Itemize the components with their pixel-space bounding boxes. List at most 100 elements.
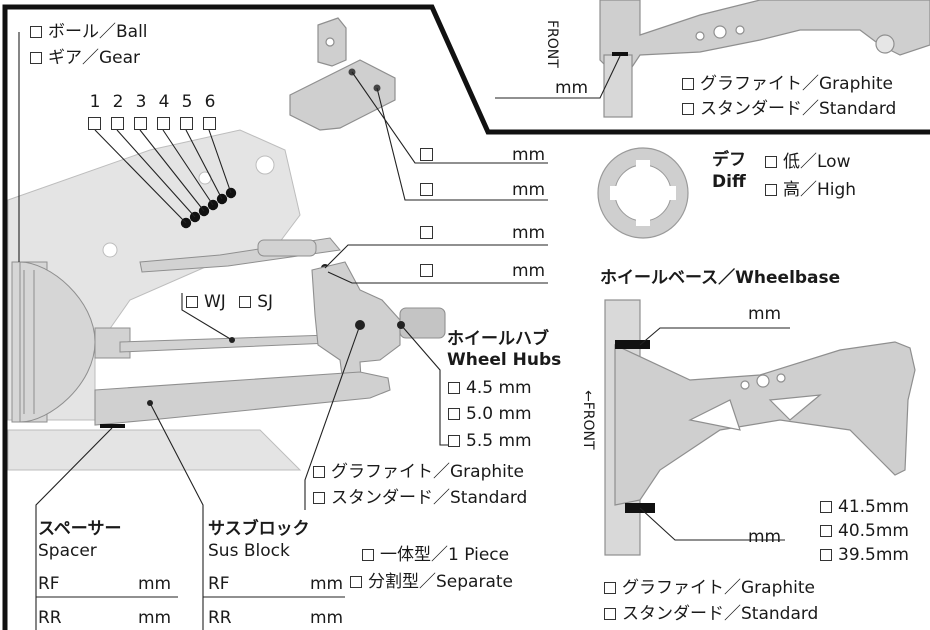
top-right-spacer-mark — [612, 52, 628, 56]
wj-checkbox[interactable] — [186, 296, 198, 308]
sj-label: SJ — [257, 292, 274, 312]
top-graphite-label: グラファイト／Graphite — [700, 74, 893, 94]
gear-label: ギア／Gear — [48, 48, 141, 68]
upper-mount-checkbox-1[interactable] — [420, 148, 433, 161]
wheel-hub-option-3[interactable]: 5.5 mm — [448, 431, 532, 451]
wheel-hub-option-2-label: 5.0 mm — [466, 404, 532, 424]
position-number-4: 4 — [158, 92, 170, 112]
wheelbase-option-3-label: 39.5mm — [838, 545, 909, 565]
wheelbase-title: ホイールベース／Wheelbase — [600, 268, 841, 288]
wheelbase-option-1[interactable]: 41.5mm — [820, 497, 909, 517]
top-graphite-checkbox[interactable] — [682, 78, 694, 90]
wheelbase-mm-top: mm — [748, 304, 782, 324]
position-checkbox-5[interactable] — [180, 117, 193, 130]
separate-option[interactable]: 分割型／Separate — [350, 572, 513, 592]
arm-graphite-checkbox[interactable] — [313, 466, 325, 478]
arm-graphite-label: グラファイト／Graphite — [331, 462, 524, 482]
spacer-title-jp: スペーサー — [38, 519, 122, 539]
arm-graphite-option[interactable]: グラファイト／Graphite — [313, 462, 524, 482]
top-standard-option[interactable]: スタンダード／Standard — [682, 99, 896, 119]
spacer-rr-unit: mm — [138, 608, 172, 628]
camber-link-checkbox-1[interactable] — [420, 226, 433, 239]
wheelbase-standard-option[interactable]: スタンダード／Standard — [604, 604, 818, 624]
spacer-rr-label: RR — [38, 608, 62, 628]
spacer-rf-unit: mm — [138, 574, 172, 594]
wheel-hub-checkbox-3[interactable] — [448, 435, 460, 447]
sj-checkbox[interactable] — [239, 296, 252, 308]
position-number-3: 3 — [135, 92, 147, 112]
one-piece-checkbox[interactable] — [362, 549, 374, 561]
gear-checkbox[interactable] — [30, 52, 42, 64]
wheelbase-checkbox-1[interactable] — [820, 501, 832, 513]
diff-ring-part — [597, 147, 689, 239]
position-number-2: 2 — [112, 92, 124, 112]
spacer-mark — [100, 424, 125, 428]
diff-low-label: 低／Low — [783, 152, 851, 172]
sus-block-rr-unit: mm — [310, 608, 344, 628]
wheelbase-option-2[interactable]: 40.5mm — [820, 521, 909, 541]
one-piece-label: 一体型／1 Piece — [380, 545, 510, 565]
separate-label: 分割型／Separate — [368, 572, 513, 592]
diff-high-option[interactable]: 高／High — [765, 180, 856, 200]
sus-block-rf-unit: mm — [310, 574, 344, 594]
wheelbase-standard-label: スタンダード／Standard — [622, 604, 819, 624]
sus-block-rf-label: RF — [208, 574, 230, 594]
sus-block-title-jp: サスブロック — [208, 519, 310, 539]
wheel-hubs-title-jp: ホイールハブ — [447, 329, 549, 349]
arm-standard-option[interactable]: スタンダード／Standard — [313, 488, 527, 508]
diff-high-checkbox[interactable] — [765, 184, 777, 196]
arm-standard-checkbox[interactable] — [313, 492, 325, 504]
upper-mount-part — [289, 17, 396, 131]
wheelbase-graphite-option[interactable]: グラファイト／Graphite — [604, 578, 815, 598]
top-standard-checkbox[interactable] — [682, 103, 694, 115]
separate-checkbox[interactable] — [350, 576, 362, 588]
wheelbase-option-1-label: 41.5mm — [838, 497, 909, 517]
wheelbase-front-label: ←FRONT — [580, 390, 596, 450]
upper-mount-checkbox-2[interactable] — [420, 183, 433, 196]
sheet-frame — [2, 4, 930, 630]
camber-link-checkbox-2[interactable] — [420, 264, 433, 277]
wheel-hubs-title-en: Wheel Hubs — [447, 350, 562, 370]
wj-label: WJ — [204, 292, 226, 312]
wheel-hub-option-2[interactable]: 5.0 mm — [448, 404, 532, 424]
drive-shaft-part — [94, 327, 331, 359]
sus-block-title-en: Sus Block — [208, 541, 290, 561]
wheelbase-graphite-checkbox[interactable] — [604, 582, 616, 594]
wheelbase-mm-bottom: mm — [748, 527, 782, 547]
camber-link-mm-1: mm — [512, 223, 546, 243]
wheel-hub-checkbox-1[interactable] — [448, 382, 460, 394]
position-checkbox-2[interactable] — [111, 117, 124, 130]
wheelbase-standard-checkbox[interactable] — [604, 608, 616, 620]
wheelbase-option-2-label: 40.5mm — [838, 521, 909, 541]
ball-option[interactable]: ボール／Ball — [30, 22, 148, 42]
wheel-hub-checkbox-2[interactable] — [448, 408, 460, 420]
wheelbase-checkbox-3[interactable] — [820, 549, 832, 561]
wheel-hub-option-1[interactable]: 4.5 mm — [448, 378, 532, 398]
position-checkbox-3[interactable] — [134, 117, 147, 130]
wheelbase-checkbox-2[interactable] — [820, 525, 832, 537]
lower-arm-part — [94, 371, 391, 426]
wheelbase-option-3[interactable]: 39.5mm — [820, 545, 909, 565]
camber-link-part — [139, 237, 341, 273]
gear-option[interactable]: ギア／Gear — [30, 48, 140, 68]
top-standard-label: スタンダード／Standard — [700, 99, 897, 119]
position-checkbox-4[interactable] — [157, 117, 170, 130]
diff-low-checkbox[interactable] — [765, 156, 777, 168]
top-right-arm-part — [599, 0, 930, 118]
diff-title-en: Diff — [712, 172, 746, 192]
wheelbase-front-spacer-mark — [615, 340, 650, 349]
ball-checkbox[interactable] — [30, 26, 42, 38]
top-graphite-option[interactable]: グラファイト／Graphite — [682, 74, 893, 94]
diff-low-option[interactable]: 低／Low — [765, 152, 850, 172]
one-piece-option[interactable]: 一体型／1 Piece — [362, 545, 509, 565]
position-number-5: 5 — [181, 92, 193, 112]
position-number-1: 1 — [89, 92, 101, 112]
wheel-hub-option-1-label: 4.5 mm — [466, 378, 532, 398]
hub-carrier-part — [311, 261, 446, 399]
position-checkbox-1[interactable] — [88, 117, 101, 130]
camber-link-mm-2: mm — [512, 261, 546, 281]
wheel-hub-option-3-label: 5.5 mm — [466, 431, 532, 451]
position-checkbox-6[interactable] — [203, 117, 216, 130]
ball-label: ボール／Ball — [48, 22, 148, 42]
